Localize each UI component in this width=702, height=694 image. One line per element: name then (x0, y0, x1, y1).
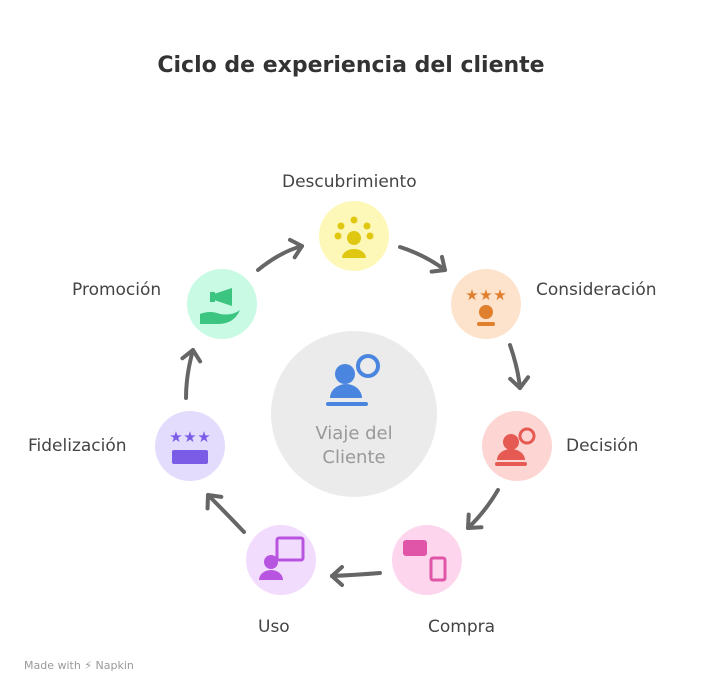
arrow (508, 343, 531, 390)
svg-text:★: ★ (479, 286, 492, 304)
svg-text:★: ★ (183, 428, 196, 446)
stage-node (246, 525, 316, 595)
svg-text:★: ★ (197, 428, 210, 446)
svg-text:★: ★ (465, 286, 478, 304)
arrow (205, 493, 246, 534)
stage-node (482, 411, 552, 481)
diagram-title: Ciclo de experiencia del cliente (157, 53, 545, 78)
label-compra: Compra (428, 617, 496, 637)
megaphone-hand-icon (200, 288, 240, 324)
customer-journey-icon (326, 354, 380, 406)
stage-node (319, 201, 389, 271)
stars-handshake-icon: ★★★ (169, 428, 211, 464)
stage-node: ★★★ (155, 411, 225, 481)
label-descubrimiento: Descubrimiento (282, 172, 417, 192)
label-uso: Uso (258, 617, 290, 637)
person-chat-document-icon (259, 536, 305, 580)
stage-node: ★★★ (451, 269, 521, 339)
arrow (466, 488, 500, 530)
arrow (330, 565, 382, 587)
arrow (180, 348, 203, 400)
svg-text:★: ★ (169, 428, 182, 446)
center-node (271, 331, 437, 497)
card-phone-payment-icon (403, 540, 447, 582)
arrow (398, 245, 447, 274)
person-decision-icon (495, 427, 536, 466)
label-decision: Decisión (566, 436, 639, 456)
idea-person-icon (334, 216, 374, 258)
stage-node (187, 269, 257, 339)
footer-credit: Made with ⚡ Napkin (24, 659, 134, 672)
label-promocion: Promoción (72, 280, 162, 300)
stage-node (392, 525, 462, 595)
svg-text:★: ★ (493, 286, 506, 304)
center-label: Viaje del Cliente (284, 422, 424, 470)
label-fidelizacion: Fidelización (28, 436, 127, 456)
rating-stars-person-icon: ★★★ (465, 286, 507, 326)
center-label-line1: Viaje del (315, 423, 393, 444)
arrow (256, 237, 304, 272)
center-label-line2: Cliente (322, 447, 386, 468)
label-consideracion: Consideración (536, 280, 657, 300)
